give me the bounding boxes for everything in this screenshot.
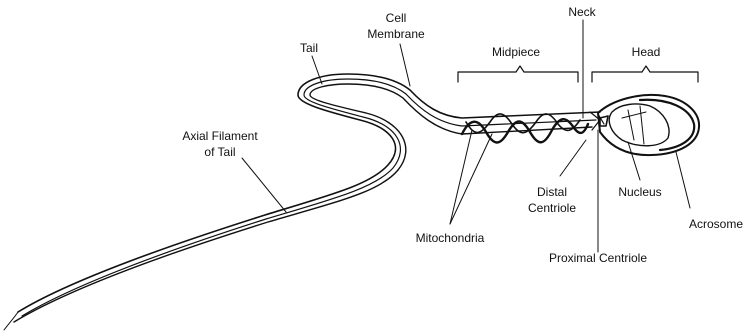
label-nucleus: Nucleus <box>618 185 661 199</box>
acrosome-leader <box>676 152 690 208</box>
cell-membrane-leader <box>400 44 410 86</box>
axial-filament-leader <box>242 158 286 212</box>
label-distal-centriole-line1: Distal <box>537 185 567 199</box>
mitochondria-leader-2 <box>450 134 492 224</box>
label-axial-filament-line2: of Tail <box>204 145 235 159</box>
label-cell-membrane-line1: Cell <box>386 11 407 25</box>
distal-centriole-leader <box>560 140 586 176</box>
labels: Tail Cell Membrane Neck Midpiece Head Ax… <box>182 5 743 265</box>
label-head: Head <box>632 45 661 59</box>
nucleus-leader <box>628 142 640 180</box>
tail-axial-filament <box>22 79 596 316</box>
label-proximal-centriole: Proximal Centriole <box>549 251 647 265</box>
label-midpiece: Midpiece <box>492 45 540 59</box>
midpiece-bracket <box>458 66 578 82</box>
mitochondria-leader-1 <box>450 130 472 224</box>
nucleus-outline <box>609 104 669 146</box>
nucleus-texture <box>622 106 646 144</box>
head-structure <box>598 95 699 155</box>
label-axial-filament-line1: Axial Filament <box>182 129 258 143</box>
label-tail: Tail <box>300 41 318 55</box>
region-brackets <box>458 66 698 82</box>
acrosome-cap <box>640 100 694 150</box>
head-bracket <box>592 66 698 82</box>
label-mitochondria: Mitochondria <box>416 231 485 245</box>
label-distal-centriole-line2: Centriole <box>528 201 576 215</box>
label-neck: Neck <box>568 5 596 19</box>
tail-structure <box>4 74 600 330</box>
label-acrosome: Acrosome <box>689 217 743 231</box>
label-cell-membrane-line2: Membrane <box>367 27 425 41</box>
